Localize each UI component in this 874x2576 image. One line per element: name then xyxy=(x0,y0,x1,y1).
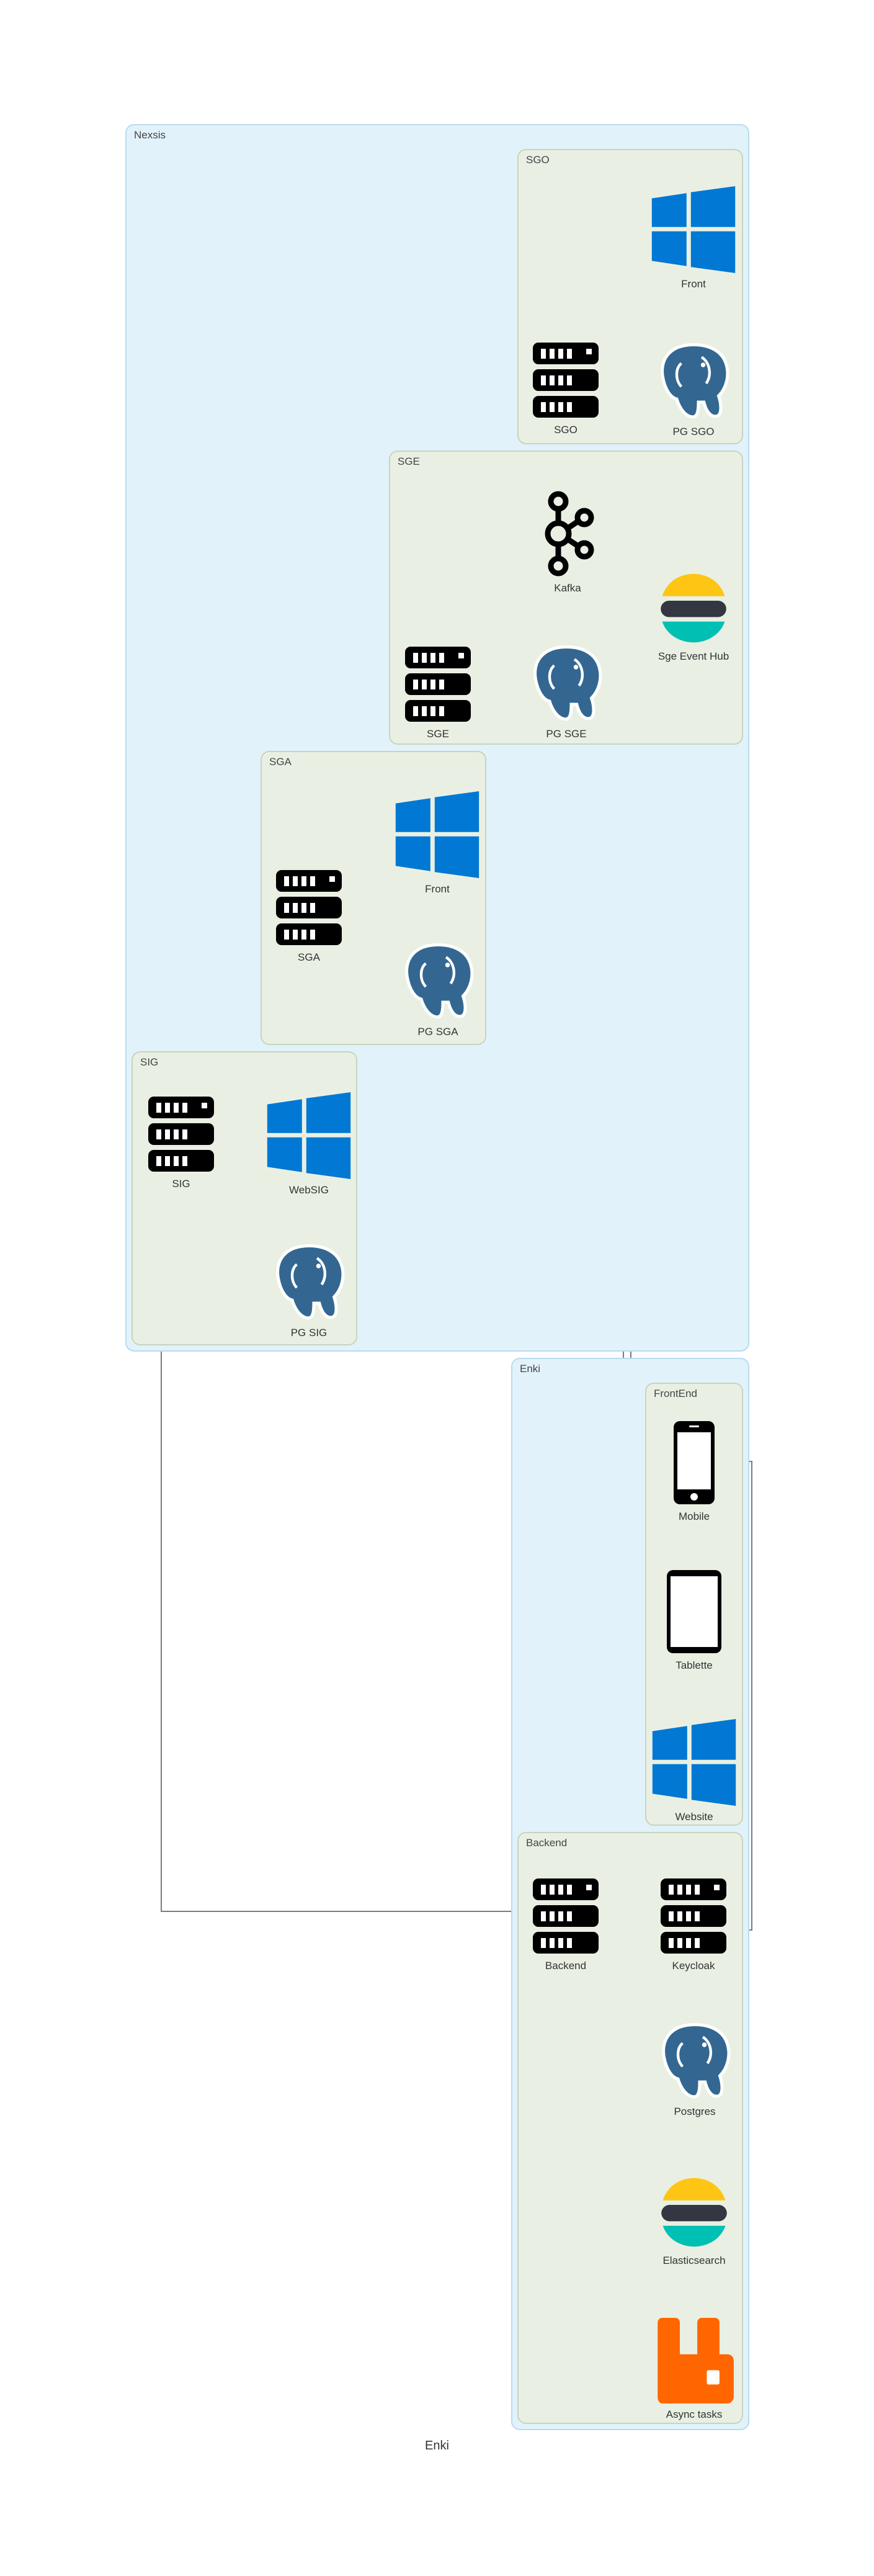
node-label-pg-sge: PG SGE xyxy=(546,728,587,740)
server-icon xyxy=(405,647,471,722)
node-label-backend: Backend xyxy=(545,1960,587,1972)
server-icon xyxy=(276,870,342,945)
node-sig[interactable]: SIG xyxy=(128,1095,234,1190)
windows-icon xyxy=(652,1719,736,1806)
node-label-websig: WebSIG xyxy=(289,1184,329,1196)
node-label-sgo: SGO xyxy=(554,424,577,436)
node-sga[interactable]: SGA xyxy=(256,869,362,964)
node-label-tablette: Tablette xyxy=(676,1659,713,1671)
node-label-sge: SGE xyxy=(427,728,449,740)
cluster-label-nexsis: Nexsis xyxy=(134,129,166,141)
postgresql-elephant-icon xyxy=(275,1244,344,1320)
node-async-tasks[interactable]: Async tasks xyxy=(641,2318,747,2421)
windows-icon xyxy=(267,1092,351,1179)
node-pg-sga[interactable]: PG SGA xyxy=(385,940,491,1038)
node-label-website: Website xyxy=(675,1811,713,1823)
node-label-postgres: Postgres xyxy=(674,2106,716,2117)
node-label-kafka: Kafka xyxy=(554,582,581,594)
node-elasticsearch[interactable]: Elasticsearch xyxy=(641,2175,747,2267)
cluster-label-frontend: FrontEnd xyxy=(654,1388,697,1399)
server-icon xyxy=(533,343,599,418)
node-backend[interactable]: Backend xyxy=(513,1877,618,1972)
node-mobile[interactable]: Mobile xyxy=(641,1420,747,1523)
cluster-label-sgo: SGO xyxy=(526,154,550,166)
server-icon xyxy=(533,1878,599,1954)
kafka-icon xyxy=(545,491,594,577)
cluster-label-backend: Backend xyxy=(526,1837,568,1849)
windows-icon xyxy=(395,791,479,878)
node-label-pg-sgo: PG SGO xyxy=(672,426,715,438)
cluster-label-sge: SGE xyxy=(398,456,420,467)
node-label-sig: SIG xyxy=(172,1178,190,1190)
node-sge[interactable]: SGE xyxy=(385,645,491,740)
node-postgres[interactable]: Postgres xyxy=(642,2020,747,2118)
elasticsearch-icon xyxy=(661,2178,727,2247)
server-icon xyxy=(661,1878,726,1954)
node-label-mobile: Mobile xyxy=(678,1510,710,1522)
node-label-sge-event-hub: Sge Event Hub xyxy=(658,650,729,662)
node-pg-sig[interactable]: PG SIG xyxy=(256,1241,362,1339)
postgresql-elephant-icon xyxy=(661,2022,730,2099)
node-keycloak[interactable]: Keycloak xyxy=(641,1877,746,1972)
node-website[interactable]: Website xyxy=(641,1719,747,1823)
cluster-label-sig: SIG xyxy=(140,1056,159,1068)
node-label-pg-sga: PG SGA xyxy=(417,1026,458,1038)
postgresql-elephant-icon xyxy=(660,343,729,419)
node-label-sga: SGA xyxy=(298,951,320,963)
node-label-sga-front: Front xyxy=(425,883,450,895)
elasticsearch-icon xyxy=(661,573,726,643)
windows-icon xyxy=(651,186,736,273)
node-tablette[interactable]: Tablette xyxy=(641,1569,747,1672)
node-sge-event-hub[interactable]: Sge Event Hub xyxy=(641,571,746,663)
node-websig[interactable]: WebSIG xyxy=(256,1092,362,1196)
node-pg-sge[interactable]: PG SGE xyxy=(514,642,619,740)
node-sgo-front[interactable]: Front xyxy=(641,186,746,290)
diagram-title: Enki xyxy=(425,2439,449,2453)
cluster-label-enki: Enki xyxy=(520,1363,541,1375)
node-label-sgo-front: Front xyxy=(681,278,706,290)
tablet-icon xyxy=(667,1570,721,1653)
node-label-pg-sig: PG SIG xyxy=(290,1327,328,1339)
node-label-elasticsearch: Elasticsearch xyxy=(662,2255,726,2266)
postgresql-elephant-icon xyxy=(404,943,473,1019)
cluster-label-sga: SGA xyxy=(269,756,292,768)
node-sgo[interactable]: SGO xyxy=(513,341,618,436)
postgresql-elephant-icon xyxy=(533,645,602,721)
node-sga-front[interactable]: Front xyxy=(385,791,490,895)
node-label-keycloak: Keycloak xyxy=(672,1960,715,1972)
node-label-async-tasks: Async tasks xyxy=(666,2408,723,2420)
rabbitmq-icon xyxy=(658,2318,734,2403)
edge-sig-to-backend xyxy=(161,1192,536,1917)
server-icon xyxy=(148,1097,214,1172)
node-pg-sgo[interactable]: PG SGO xyxy=(641,340,746,438)
node-kafka[interactable]: Kafka xyxy=(515,490,620,595)
mobile-phone-icon xyxy=(674,1421,715,1504)
